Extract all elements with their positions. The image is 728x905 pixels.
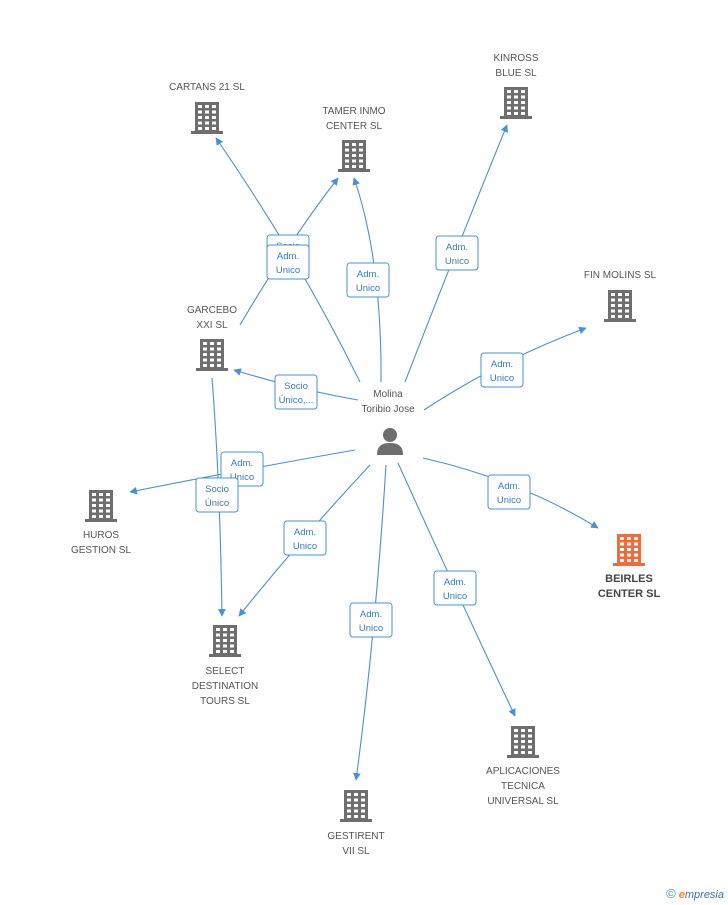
node-label: CARTANS 21 SL [169,82,245,93]
edge-label-text: Adm. [360,609,382,620]
building-icon [500,87,532,119]
edge-label-text: Adm. [294,527,316,538]
node-cartans[interactable]: CARTANS 21 SL [169,82,245,134]
edge-label-box [283,520,327,556]
node-label: TECNICA [501,781,545,792]
node-label: SELECT [206,666,245,677]
edge-label-text: Unico [359,623,383,634]
building-icon [191,102,223,134]
node-label: UNIVERSAL SL [487,796,559,807]
node-kinross[interactable]: KINROSS BLUE SL [493,53,539,119]
building-icon [507,726,539,758]
edge-label-box [487,474,531,510]
edge-label-garcebo[interactable]: SocioÚnico,... [274,374,318,410]
edge-label-tamer[interactable]: Adm. Unico [266,244,310,280]
edge-label-text: Unico [293,541,317,552]
node-label: GESTION SL [71,545,131,556]
edge-label-text: Unico [230,472,254,483]
center-label-line-1: Molina [373,389,403,400]
building-icon [209,625,241,657]
building-icon [196,339,228,371]
node-label: GESTIRENT [327,831,384,842]
edge-label-text: Adm. [498,481,520,492]
node-label: BEIRLES [605,573,653,585]
edge-label-text: Unico [497,495,521,506]
building-icon [85,490,117,522]
edge-label-text: Adm. [357,269,379,280]
brand-name: mpresia [684,889,724,901]
edge-label-text: Adm. [446,242,468,253]
node-label: KINROSS [493,53,538,64]
node-aplicaciones[interactable]: APLICACIONES TECNICA UNIVERSAL SL [486,726,560,807]
node-huros[interactable]: HUROS GESTION SL [71,490,131,556]
edge-label-box [266,244,310,280]
node-select[interactable]: SELECT DESTINATION TOURS SL [192,625,258,707]
node-label: APLICACIONES [486,766,560,777]
node-tamer[interactable]: TAMER INMO CENTER SL [322,106,386,172]
node-label: CENTER SL [326,121,383,132]
edge-label-aplicaciones[interactable]: Adm. Unico [433,570,477,606]
edge-label-finmolins[interactable]: Adm. Unico [480,352,524,388]
edge-label-box [433,570,477,606]
node-label: FIN MOLINS SL [584,270,657,281]
edge-label-box [346,262,390,298]
node-garcebo[interactable]: GARCEBO XXI SL [187,305,237,371]
node-label: VII SL [342,846,370,857]
brand-logo: © empresia [666,886,724,901]
nodes-layer: CARTANS 21 SL TAMER INMO CENTER SL KINROSS B… [71,53,660,857]
edge-label-text: Unico [490,373,514,384]
building-icon [613,534,645,566]
edge-label-text: Unico [443,591,467,602]
edge-label-kinross[interactable]: Adm. Unico [435,235,479,271]
node-label: GARCEBO [187,305,237,316]
building-icon [340,790,372,822]
edge-label-box [274,374,318,410]
edge-label-gestirent[interactable]: Adm. Unico [349,602,393,638]
person-icon [377,428,403,455]
edge-label-text: Adm. [444,577,466,588]
node-label: TAMER INMO [322,106,385,117]
brand-e: e [678,889,685,901]
edge-label-text: Socio [284,381,308,392]
edge-label-text: Único,... [279,395,314,406]
building-icon [604,290,636,322]
edge-label-beirles[interactable]: Adm. Unico [487,474,531,510]
node-label: CENTER SL [598,588,661,600]
node-gestirent[interactable]: GESTIRENT VII SL [327,790,385,857]
edge-label-text: Adm. [277,251,299,262]
edge-label-text: Adm. [231,458,253,469]
node-finmolins[interactable]: FIN MOLINS SL [584,270,657,322]
node-label: DESTINATION [192,681,258,692]
copyright-icon: © [666,886,676,901]
edge-label-text: Unico [356,283,380,294]
building-icon [338,140,370,172]
node-label: BLUE SL [495,68,537,79]
center-label-line-2: Toribio Jose [361,404,415,415]
node-label: TOURS SL [200,696,250,707]
edge-label-text: Socio [205,484,229,495]
edge-label-tamer[interactable]: Adm. Unico [346,262,390,298]
edge-label-text: Unico [276,265,300,276]
node-label: XXI SL [196,320,228,331]
edge-label-text: Unico [445,256,469,267]
node-label: HUROS [83,530,119,541]
edge-label-text: Adm. [491,359,513,370]
center-node[interactable]: Molina Toribio Jose [361,389,415,455]
edge-label-text: Único [205,498,229,509]
edge-label-box [349,602,393,638]
edge-label-box [480,352,524,388]
edge-label-select[interactable]: Adm. Unico [283,520,327,556]
node-beirles[interactable]: BEIRLES CENTER SL [598,534,661,600]
edge-label-box [435,235,479,271]
edge-labels-layer: SocioÚnicoAdm.UnicoAdm.UnicoAdm.UnicoAdm… [195,234,531,638]
edge-label-box [195,477,239,513]
